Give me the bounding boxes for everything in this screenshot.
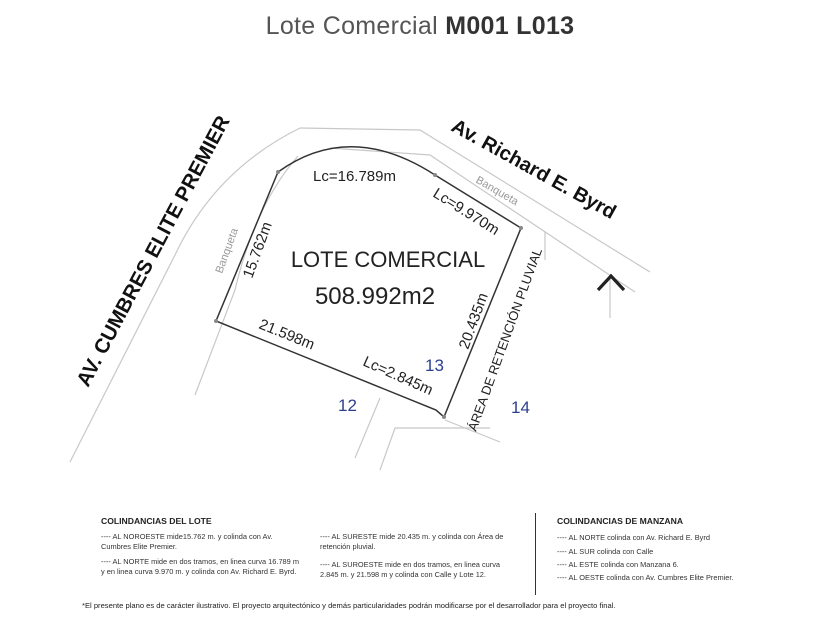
sidewalk-edge-north	[329, 147, 636, 293]
vertex-sw	[214, 319, 218, 323]
lot-boundary	[215, 146, 522, 419]
dim-arc-north: Lc=16.789m	[313, 168, 396, 185]
lot-vertices	[214, 170, 523, 419]
legend-suroeste: ---- AL SUROESTE mide en dos tramos, en …	[320, 560, 501, 579]
neighbor-13: 13	[425, 356, 444, 375]
legend-divider	[535, 513, 536, 595]
lot-outline	[215, 146, 522, 419]
legend-m-oeste: ---- AL OESTE colinda con Av. Cumbres El…	[557, 573, 734, 582]
street-edge-north	[299, 127, 651, 273]
retention-label: ÁREA DE RETENCIÓN PLUVIAL	[465, 246, 545, 433]
page-title: Lote Comercial M001 L013	[0, 12, 840, 41]
footnote: *El presente plano es de carácter ilustr…	[82, 601, 616, 610]
site-plan: AV. CUMBRES ELITE PREMIER Av. Richard E.…	[69, 112, 651, 471]
dim-south-side: 21.598m	[257, 316, 317, 354]
sidewalk-label-west: Banqueta	[214, 226, 242, 275]
legend-noroeste: ---- AL NOROESTE mide15.762 m. y colinda…	[101, 532, 273, 551]
vertex-ne	[519, 226, 523, 230]
lot-area: 508.992m2	[315, 283, 435, 310]
lot-label: LOTE COMERCIAL	[291, 247, 485, 272]
street-label-west: AV. CUMBRES ELITE PREMIER	[72, 112, 235, 390]
neighbor-14: 14	[511, 398, 530, 417]
legend-sureste: ---- AL SURESTE mide 20.435 m. y colinda…	[320, 532, 504, 551]
street-south-a	[354, 397, 381, 459]
street-south-b	[379, 427, 490, 471]
vertex-se	[442, 415, 446, 419]
legend-manzana-heading: COLINDANCIAS DE MANZANA	[557, 516, 684, 526]
legend-m-norte: ---- AL NORTE colinda con Av. Richard E.…	[557, 533, 710, 542]
legend-norte: ---- AL NORTE mide en dos tramos, en lin…	[101, 557, 299, 576]
north-arrow-icon	[596, 273, 626, 292]
legend: COLINDANCIAS DEL LOTE ---- AL NOROESTE m…	[0, 505, 840, 630]
lot14-edge	[444, 419, 501, 443]
title-prefix: Lote Comercial	[265, 12, 438, 40]
street-edge-west	[69, 127, 301, 463]
context-lines	[69, 127, 651, 471]
legend-m-sur: ---- AL SUR colinda con Calle	[557, 547, 654, 556]
neighbor-12: 12	[338, 396, 357, 415]
title-code: M001 L013	[445, 12, 575, 40]
dim-east-side: 20.435m	[456, 291, 492, 352]
legend-m-este: ---- AL ESTE colinda con Manzana 6.	[557, 560, 679, 569]
vertex-n	[433, 173, 437, 177]
vertex-nw	[276, 170, 280, 174]
legend-lote-heading: COLINDANCIAS DEL LOTE	[101, 516, 212, 526]
